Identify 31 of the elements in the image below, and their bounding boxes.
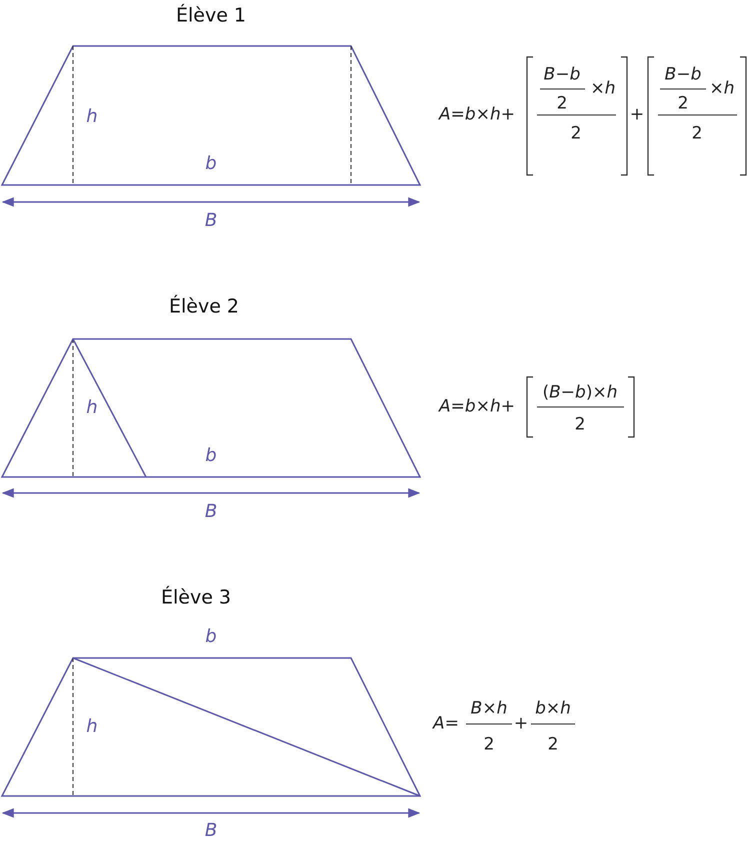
formula-term: (B−b)×h	[542, 384, 618, 402]
formula-term: +	[514, 714, 528, 734]
formula-term: 2	[548, 736, 558, 754]
formula-term: A=	[433, 714, 459, 734]
panel-heading: Élève 3	[160, 588, 232, 608]
formula-term: +	[630, 106, 644, 124]
variable-label: b	[205, 627, 217, 647]
variable-label: h	[86, 107, 98, 127]
variable-label: h	[86, 398, 98, 418]
variable-label: b	[205, 154, 217, 174]
variable-label: B	[204, 821, 218, 841]
formula-term: B−b	[664, 66, 702, 84]
formula-term: B×h	[470, 700, 508, 718]
variable-label: h	[86, 717, 98, 737]
formula-term: ×h	[709, 80, 735, 98]
formula-term: A=b×h+	[439, 106, 515, 124]
panel-heading: Élève 1	[176, 6, 246, 26]
formula-term: b×h	[535, 700, 571, 718]
variable-label: b	[205, 446, 217, 466]
formula-term: 2	[556, 94, 568, 114]
variable-label: B	[204, 211, 218, 231]
formula-term: 2	[570, 124, 582, 144]
formula-term: ×h	[590, 80, 616, 98]
formula-term: 2	[692, 124, 702, 144]
variable-label: B	[204, 502, 218, 522]
panel-heading: Élève 2	[168, 296, 240, 318]
formula-term: A=b×h+	[439, 398, 515, 416]
formula-term: 2	[574, 416, 586, 434]
formula-term: 2	[484, 736, 494, 754]
formula-term: 2	[678, 94, 688, 114]
formula-term: B−b	[544, 66, 580, 84]
